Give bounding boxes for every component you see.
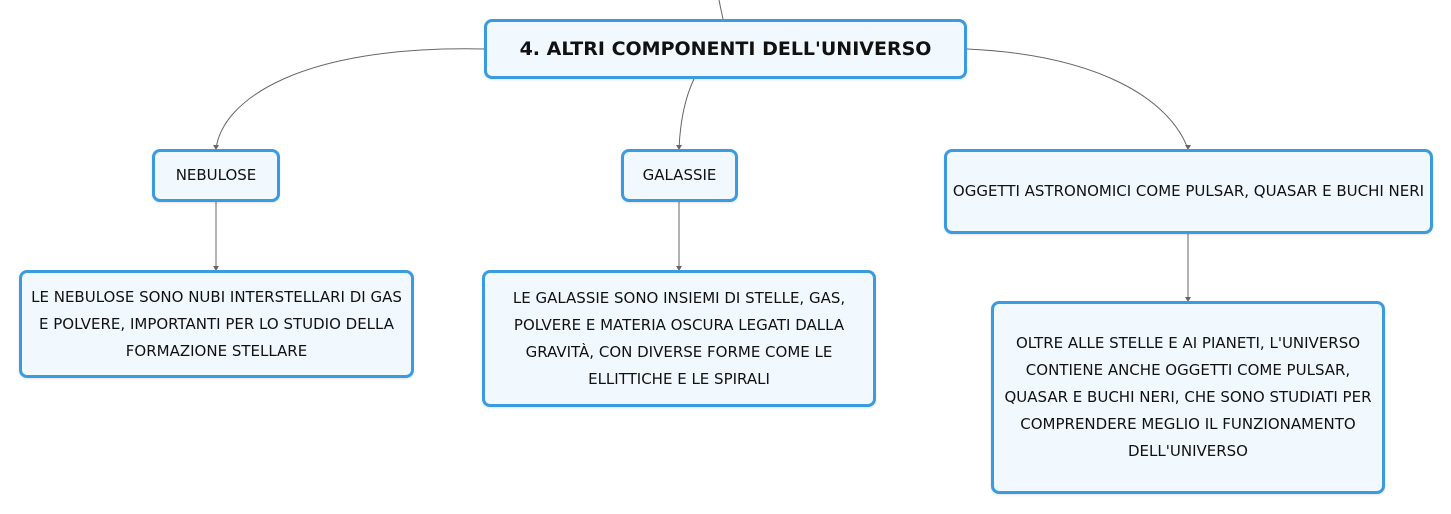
arrowhead-oggetti	[1185, 145, 1191, 150]
root-topic-node[interactable]: 4. ALTRI COMPONENTI DELL'UNIVERSO	[484, 19, 967, 79]
nebulose-description-node[interactable]: LE NEBULOSE SONO NUBI INTERSTELLARI DI G…	[19, 270, 414, 378]
connector-root-to-galassie	[678, 78, 695, 150]
arrowhead-galassie-desc	[676, 266, 682, 271]
galassie-description-text: LE GALASSIE SONO INSIEMI DI STELLE, GAS,…	[512, 288, 846, 388]
connector-root-to-oggetti	[966, 48, 1189, 150]
arrowhead-oggetti-desc	[1185, 297, 1191, 302]
galassie-description-node[interactable]: LE GALASSIE SONO INSIEMI DI STELLE, GAS,…	[482, 270, 876, 407]
root-topic-label: 4. ALTRI COMPONENTI DELL'UNIVERSO	[519, 37, 932, 60]
nebulose-label: NEBULOSE	[175, 166, 257, 184]
galassie-node[interactable]: GALASSIE	[621, 149, 738, 202]
nebulose-node[interactable]: NEBULOSE	[152, 149, 280, 202]
nebulose-description-text: LE NEBULOSE SONO NUBI INTERSTELLARI DI G…	[31, 287, 402, 360]
arrowhead-nebulose	[213, 145, 219, 150]
oggetti-astronomici-label: OGGETTI ASTRONOMICI COME PULSAR, QUASAR …	[952, 182, 1425, 200]
galassie-label: GALASSIE	[642, 166, 717, 184]
arrowhead-galassie	[676, 145, 682, 150]
oggetti-description-node[interactable]: OLTRE ALLE STELLE E AI PIANETI, L'UNIVER…	[991, 301, 1385, 494]
oggetti-description-text: OLTRE ALLE STELLE E AI PIANETI, L'UNIVER…	[1004, 334, 1372, 460]
connector-root-to-nebulose	[215, 48, 485, 150]
oggetti-astronomici-node[interactable]: OGGETTI ASTRONOMICI COME PULSAR, QUASAR …	[944, 149, 1433, 234]
connector-parent-to-root	[718, 0, 724, 20]
arrowhead-nebulose-desc	[213, 266, 219, 271]
